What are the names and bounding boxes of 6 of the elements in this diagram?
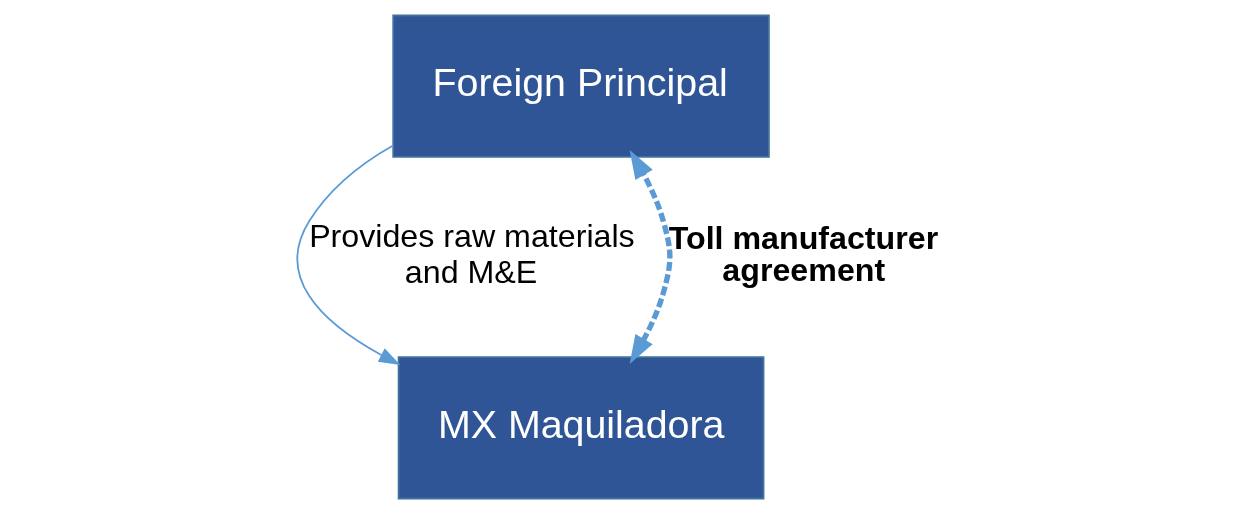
edge-label: Provides raw materials and M&E — [309, 217, 635, 290]
arrow — [629, 150, 673, 364]
arrow — [296, 144, 401, 365]
node-box: Foreign Principal — [392, 14, 770, 158]
node-box: MX Maquiladora — [397, 356, 765, 500]
edge-label: Toll manufacturer agreement — [668, 219, 939, 288]
